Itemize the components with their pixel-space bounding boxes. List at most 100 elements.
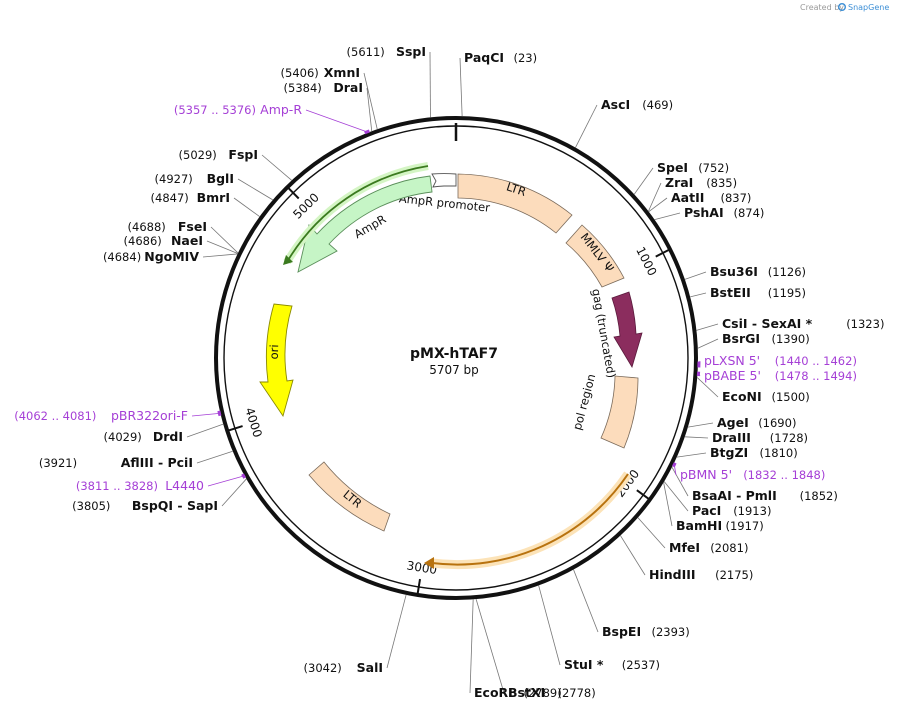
primer-site-amp-r[interactable]: Amp-R(5357 .. 5376) <box>174 102 302 117</box>
tick-mark-3000 <box>416 578 422 595</box>
primer-range: (4062 .. 4081) <box>14 409 96 423</box>
primer-range: (1478 .. 1494) <box>775 369 857 383</box>
enzyme-site-afliii-pcii[interactable]: AflIII - PciI(3921) <box>39 455 193 470</box>
enzyme-leader-drai <box>366 87 373 132</box>
tick-label-4000: 4000 <box>242 406 265 439</box>
enzyme-name: EcoRI <box>474 685 513 700</box>
feature-label-ori: ori <box>267 344 282 359</box>
enzyme-position: (3805) <box>72 499 110 513</box>
enzyme-site-bamhi[interactable]: BamHI(1917) <box>676 518 764 533</box>
enzyme-site-drdi[interactable]: DrdI(4029) <box>104 429 183 444</box>
enzyme-site-csii-sexai[interactable]: CsiI - SexAI *(1323) <box>722 316 884 331</box>
primer-name: Amp-R <box>260 102 302 117</box>
feature-ori-arrow[interactable] <box>259 303 294 418</box>
enzyme-name: BglI <box>207 171 234 186</box>
enzyme-site-econi[interactable]: EcoNI(1500) <box>722 389 810 404</box>
enzyme-position: (2537) <box>622 658 660 672</box>
enzyme-position: (5406) <box>281 66 319 80</box>
enzyme-position: (1810) <box>760 446 798 460</box>
enzyme-position: (1852) <box>800 489 838 503</box>
enzyme-position: (4688) <box>128 220 166 234</box>
enzyme-site-bsu36i[interactable]: Bsu36I(1126) <box>710 264 806 279</box>
tick-label-1000: 1000 <box>633 245 659 279</box>
enzyme-leader-hindiii <box>620 535 646 576</box>
enzyme-name: MfeI <box>669 540 700 555</box>
enzyme-site-fsei[interactable]: FseI(4688) <box>128 219 207 234</box>
enzyme-position: (2081) <box>710 541 748 555</box>
enzyme-site-bgli[interactable]: BglI(4927) <box>155 171 234 186</box>
enzyme-position: (1690) <box>758 416 796 430</box>
feature-ampr-promoter[interactable] <box>431 173 457 188</box>
enzyme-leader-aatii <box>648 197 668 213</box>
feature-pol-region[interactable] <box>600 375 639 449</box>
feature-ampr-arrow[interactable] <box>297 175 433 273</box>
feature-ltr-top[interactable] <box>457 173 573 234</box>
primer-site-l4440[interactable]: L4440(3811 .. 3828) <box>76 478 204 493</box>
enzyme-leader-zrai <box>648 182 662 212</box>
enzyme-site-bsrgi[interactable]: BsrGI(1390) <box>722 331 810 346</box>
enzyme-site-agei[interactable]: AgeI (1690) <box>717 415 796 430</box>
enzyme-site-aatii[interactable]: AatII(837) <box>671 190 751 205</box>
enzyme-name: AgeI <box>717 415 749 430</box>
primer-mark-amp-r <box>364 129 370 135</box>
enzyme-name: BspEI <box>602 624 641 639</box>
primer-site-pbr322ori-f[interactable]: pBR322ori-F(4062 .. 4081) <box>14 408 188 423</box>
enzyme-site-bspqi-sapi[interactable]: BspQI - SapI(3805) <box>72 498 218 513</box>
feature-ltr-bottom[interactable] <box>308 461 391 532</box>
enzyme-name: DraIII <box>712 430 751 445</box>
enzyme-site-bspei[interactable]: BspEI(2393) <box>602 624 690 639</box>
enzyme-position: (5611) <box>347 45 385 59</box>
primer-leader-l4440 <box>207 475 244 487</box>
enzyme-site-sspi[interactable]: SspI(5611) <box>347 44 426 59</box>
enzyme-site-zrai[interactable]: ZraI(835) <box>665 175 737 190</box>
enzyme-sites: PaqCI(23) AscI(469) SpeI(752)ZraI(835)AatI… <box>39 44 885 700</box>
enzyme-site-paqci[interactable]: PaqCI(23) <box>464 50 537 65</box>
enzyme-leader-drdi <box>186 423 224 438</box>
enzyme-site-paci[interactable]: PacI(1913) <box>692 503 771 518</box>
enzyme-site-bsteii[interactable]: BstEII(1195) <box>710 285 806 300</box>
primer-name: pBABE 5' <box>704 368 761 383</box>
primer-site-plxsn-5[interactable]: pLXSN 5'(1440 .. 1462) <box>704 353 857 368</box>
enzyme-leader-paqci <box>459 57 463 117</box>
enzyme-position: (874) <box>734 206 765 220</box>
enzyme-position: (4684) <box>103 250 141 264</box>
enzyme-site-asci[interactable]: AscI(469) <box>601 97 673 112</box>
enzyme-leader-fspi <box>261 154 292 181</box>
enzyme-site-hindiii[interactable]: HindIII(2175) <box>649 567 753 582</box>
feature-label-pol-region: pol region <box>570 372 598 431</box>
primer-site-pbmn-5[interactable]: pBMN 5'(1832 .. 1848) <box>680 467 825 482</box>
tick-mark-1000 <box>655 248 670 258</box>
enzyme-site-fspi[interactable]: FspI (5029) <box>179 147 258 162</box>
enzyme-site-draiii[interactable]: DraIII(1728) <box>712 430 808 445</box>
enzyme-site-bstxi[interactable]: BstXI(2778) <box>508 685 596 700</box>
primer-range: (1832 .. 1848) <box>743 468 825 482</box>
primer-leader-plxsn-5 <box>698 360 701 365</box>
feature-mmlv-psi[interactable] <box>565 224 625 288</box>
enzyme-name: AflIII - PciI <box>121 455 193 470</box>
enzyme-site-drai[interactable]: DraI(5384) <box>284 80 363 95</box>
snapgene-logo-icon <box>838 3 847 11</box>
enzyme-site-pshai[interactable]: PshAI (874) <box>684 205 764 220</box>
enzyme-site-mfei[interactable]: MfeI (2081) <box>669 540 748 555</box>
primer-site-pbabe-5[interactable]: pBABE 5' (1478 .. 1494) <box>704 368 857 383</box>
taf7-arrowhead-icon <box>424 557 434 569</box>
primer-leader-pbmn-5 <box>673 464 677 476</box>
enzyme-position: (835) <box>706 176 737 190</box>
enzyme-position: (5029) <box>179 148 217 162</box>
enzyme-site-ngomiv[interactable]: NgoMIV(4684) <box>103 249 199 264</box>
enzyme-name: BstXI <box>508 685 545 700</box>
enzyme-site-btgzi[interactable]: BtgZI (1810) <box>710 445 798 460</box>
enzyme-name: BtgZI <box>710 445 748 460</box>
enzyme-site-stui[interactable]: StuI *(2537) <box>564 657 660 672</box>
enzyme-site-ecori[interactable]: EcoRI(2789) <box>474 685 562 700</box>
enzyme-site-naei[interactable]: NaeI(4686) <box>124 233 203 248</box>
enzyme-name: FspI <box>228 147 258 162</box>
feature-gag-arrow[interactable] <box>611 291 643 368</box>
enzyme-site-bsaai-pmli[interactable]: BsaAI - PmlI(1852) <box>692 488 838 503</box>
enzyme-site-sali[interactable]: SalI(3042) <box>304 660 383 675</box>
enzyme-site-spei[interactable]: SpeI(752) <box>657 160 729 175</box>
enzyme-name: PshAI <box>684 205 724 220</box>
enzyme-site-bmri[interactable]: BmrI(4847) <box>151 190 230 205</box>
enzyme-site-xmni[interactable]: XmnI(5406) <box>281 65 360 80</box>
